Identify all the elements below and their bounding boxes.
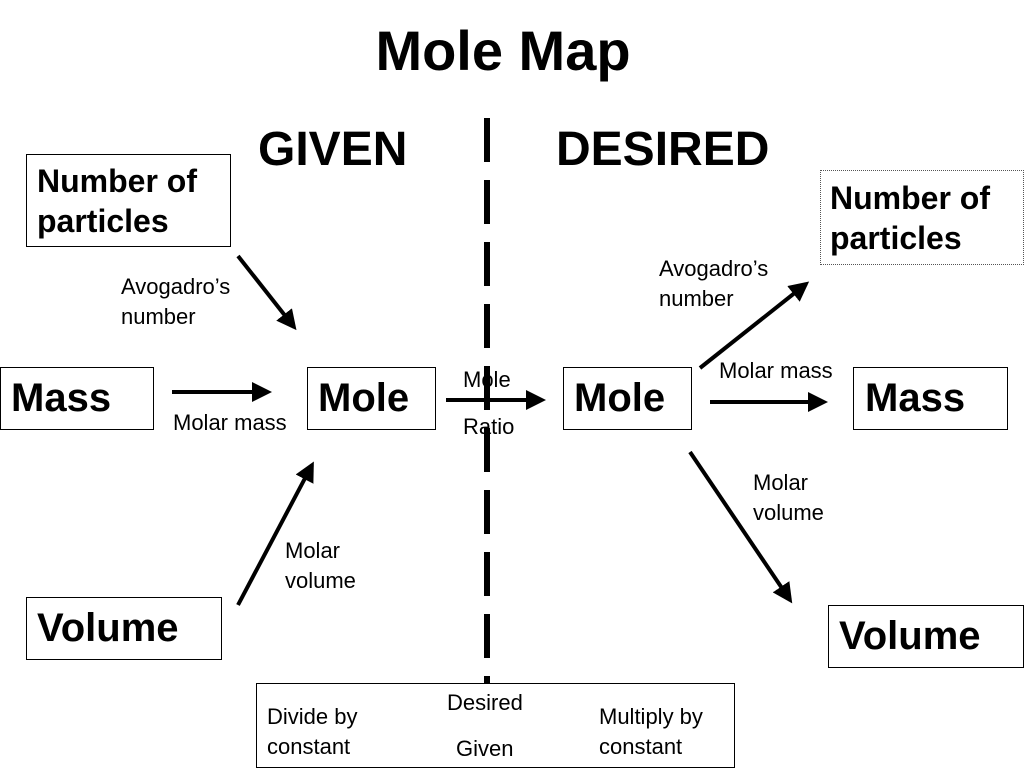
legend-divide-label: Divide by constant xyxy=(267,704,358,759)
desired-mole-label: Mole xyxy=(574,376,666,420)
desired-particles-box: Number of particles xyxy=(820,170,1024,265)
mole-ratio-bottom-label: Ratio xyxy=(463,414,515,439)
given-volume-box: Volume xyxy=(26,597,222,660)
given-avogadro-label: Avogadro’s number xyxy=(121,274,231,329)
desired-particles-label: Number of particles xyxy=(830,180,990,256)
given-mole-box: Mole xyxy=(307,367,436,430)
given-mass-label: Mass xyxy=(11,376,112,420)
given-molar-mass-label: Molar mass xyxy=(173,410,287,435)
given-particles-label: Number of particles xyxy=(37,163,197,239)
page-title: Mole Map xyxy=(375,19,631,82)
desired-volume-box: Volume xyxy=(828,605,1024,668)
given-mass-box: Mass xyxy=(0,367,154,430)
desired-molar-volume-label: Molar volume xyxy=(753,470,824,525)
legend-numerator: Desired xyxy=(447,690,523,715)
desired-mass-box: Mass xyxy=(853,367,1008,430)
mole-ratio-top-label: Mole xyxy=(463,367,511,392)
legend-box: Divide by constant Desired Given Multipl… xyxy=(256,683,735,768)
given-header: GIVEN xyxy=(258,123,408,176)
arrow-volume-to-mole xyxy=(236,461,314,606)
legend-denominator: Given xyxy=(456,736,514,761)
given-molar-volume-label: Molar volume xyxy=(285,538,356,593)
given-volume-label: Volume xyxy=(37,606,179,650)
given-mole-label: Mole xyxy=(318,376,410,420)
given-particles-box: Number of particles xyxy=(26,154,231,247)
desired-volume-label: Volume xyxy=(839,614,981,658)
desired-mole-box: Mole xyxy=(563,367,692,430)
desired-molar-mass-label: Molar mass xyxy=(719,358,833,383)
arrow-mole-to-volume xyxy=(688,450,793,604)
legend-multiply-label: Multiply by constant xyxy=(599,704,703,759)
desired-mass-label: Mass xyxy=(865,376,966,420)
desired-avogadro-label: Avogadro’s number xyxy=(659,256,769,311)
arrow-particles-to-mole xyxy=(236,254,297,331)
arrow-mole-to-particles xyxy=(698,281,810,370)
desired-header: DESIRED xyxy=(556,123,770,176)
